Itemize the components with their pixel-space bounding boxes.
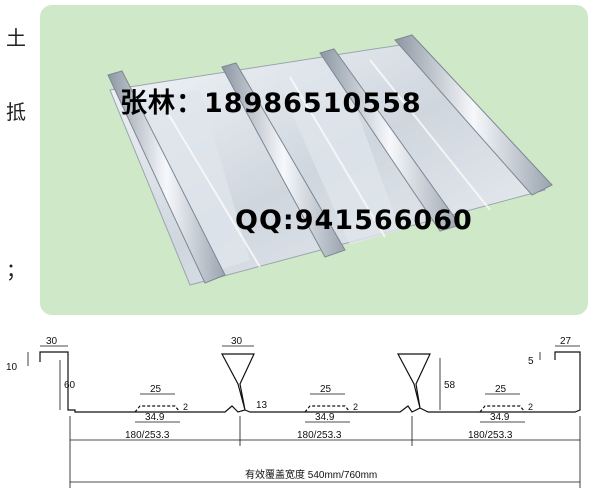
dim-rib-base-2: 34.9: [315, 412, 335, 423]
dim-right-edge: 5: [528, 356, 534, 367]
dim-notch: 13: [256, 400, 268, 411]
dim-rib-width-1: 25: [150, 384, 162, 395]
dim-total-width: 有效覆盖宽度 540mm/760mm: [245, 468, 377, 481]
profile-drawing: 30 10 60 30 27 5 58 25 25 25 2 2 2 34.9 …: [6, 336, 581, 488]
rib-3: [479, 405, 526, 413]
rib-2: [304, 405, 351, 413]
dim-pitch-2: 180/253.3: [297, 430, 342, 441]
dim-left-height: 60: [64, 380, 76, 391]
dim-pitch-1: 180/253.3: [125, 430, 170, 441]
side-char-1: 土: [6, 26, 26, 50]
dim-mid-top: 30: [231, 336, 243, 347]
side-char-3: ；: [6, 258, 26, 282]
dim-rib-width-3: 25: [495, 384, 507, 395]
contact-overlay: 张林：18986510558: [120, 88, 422, 119]
dim-right-top: 27: [560, 336, 572, 347]
dim-rib-base-3: 34.9: [490, 412, 510, 423]
dim-rib-height: 58: [444, 380, 456, 391]
dim-left-edge: 10: [6, 362, 18, 373]
rib-1: [134, 405, 181, 413]
side-char-2: 抵: [6, 100, 26, 124]
qq-overlay: QQ:941566060: [235, 205, 473, 236]
product-photo: 张林：18986510558 QQ:941566060: [40, 5, 588, 315]
dim-rib-depth-3: 2: [528, 402, 533, 412]
deck-profile: [39, 351, 581, 413]
dim-pitch-3: 180/253.3: [468, 430, 513, 441]
dim-rib-width-2: 25: [320, 384, 332, 395]
dim-rib-depth-1: 2: [183, 402, 188, 412]
dim-top-left: 30: [46, 336, 58, 347]
dim-rib-base-1: 34.9: [145, 412, 165, 423]
steel-deck-illustration: [107, 34, 553, 286]
dim-rib-depth-2: 2: [353, 402, 358, 412]
